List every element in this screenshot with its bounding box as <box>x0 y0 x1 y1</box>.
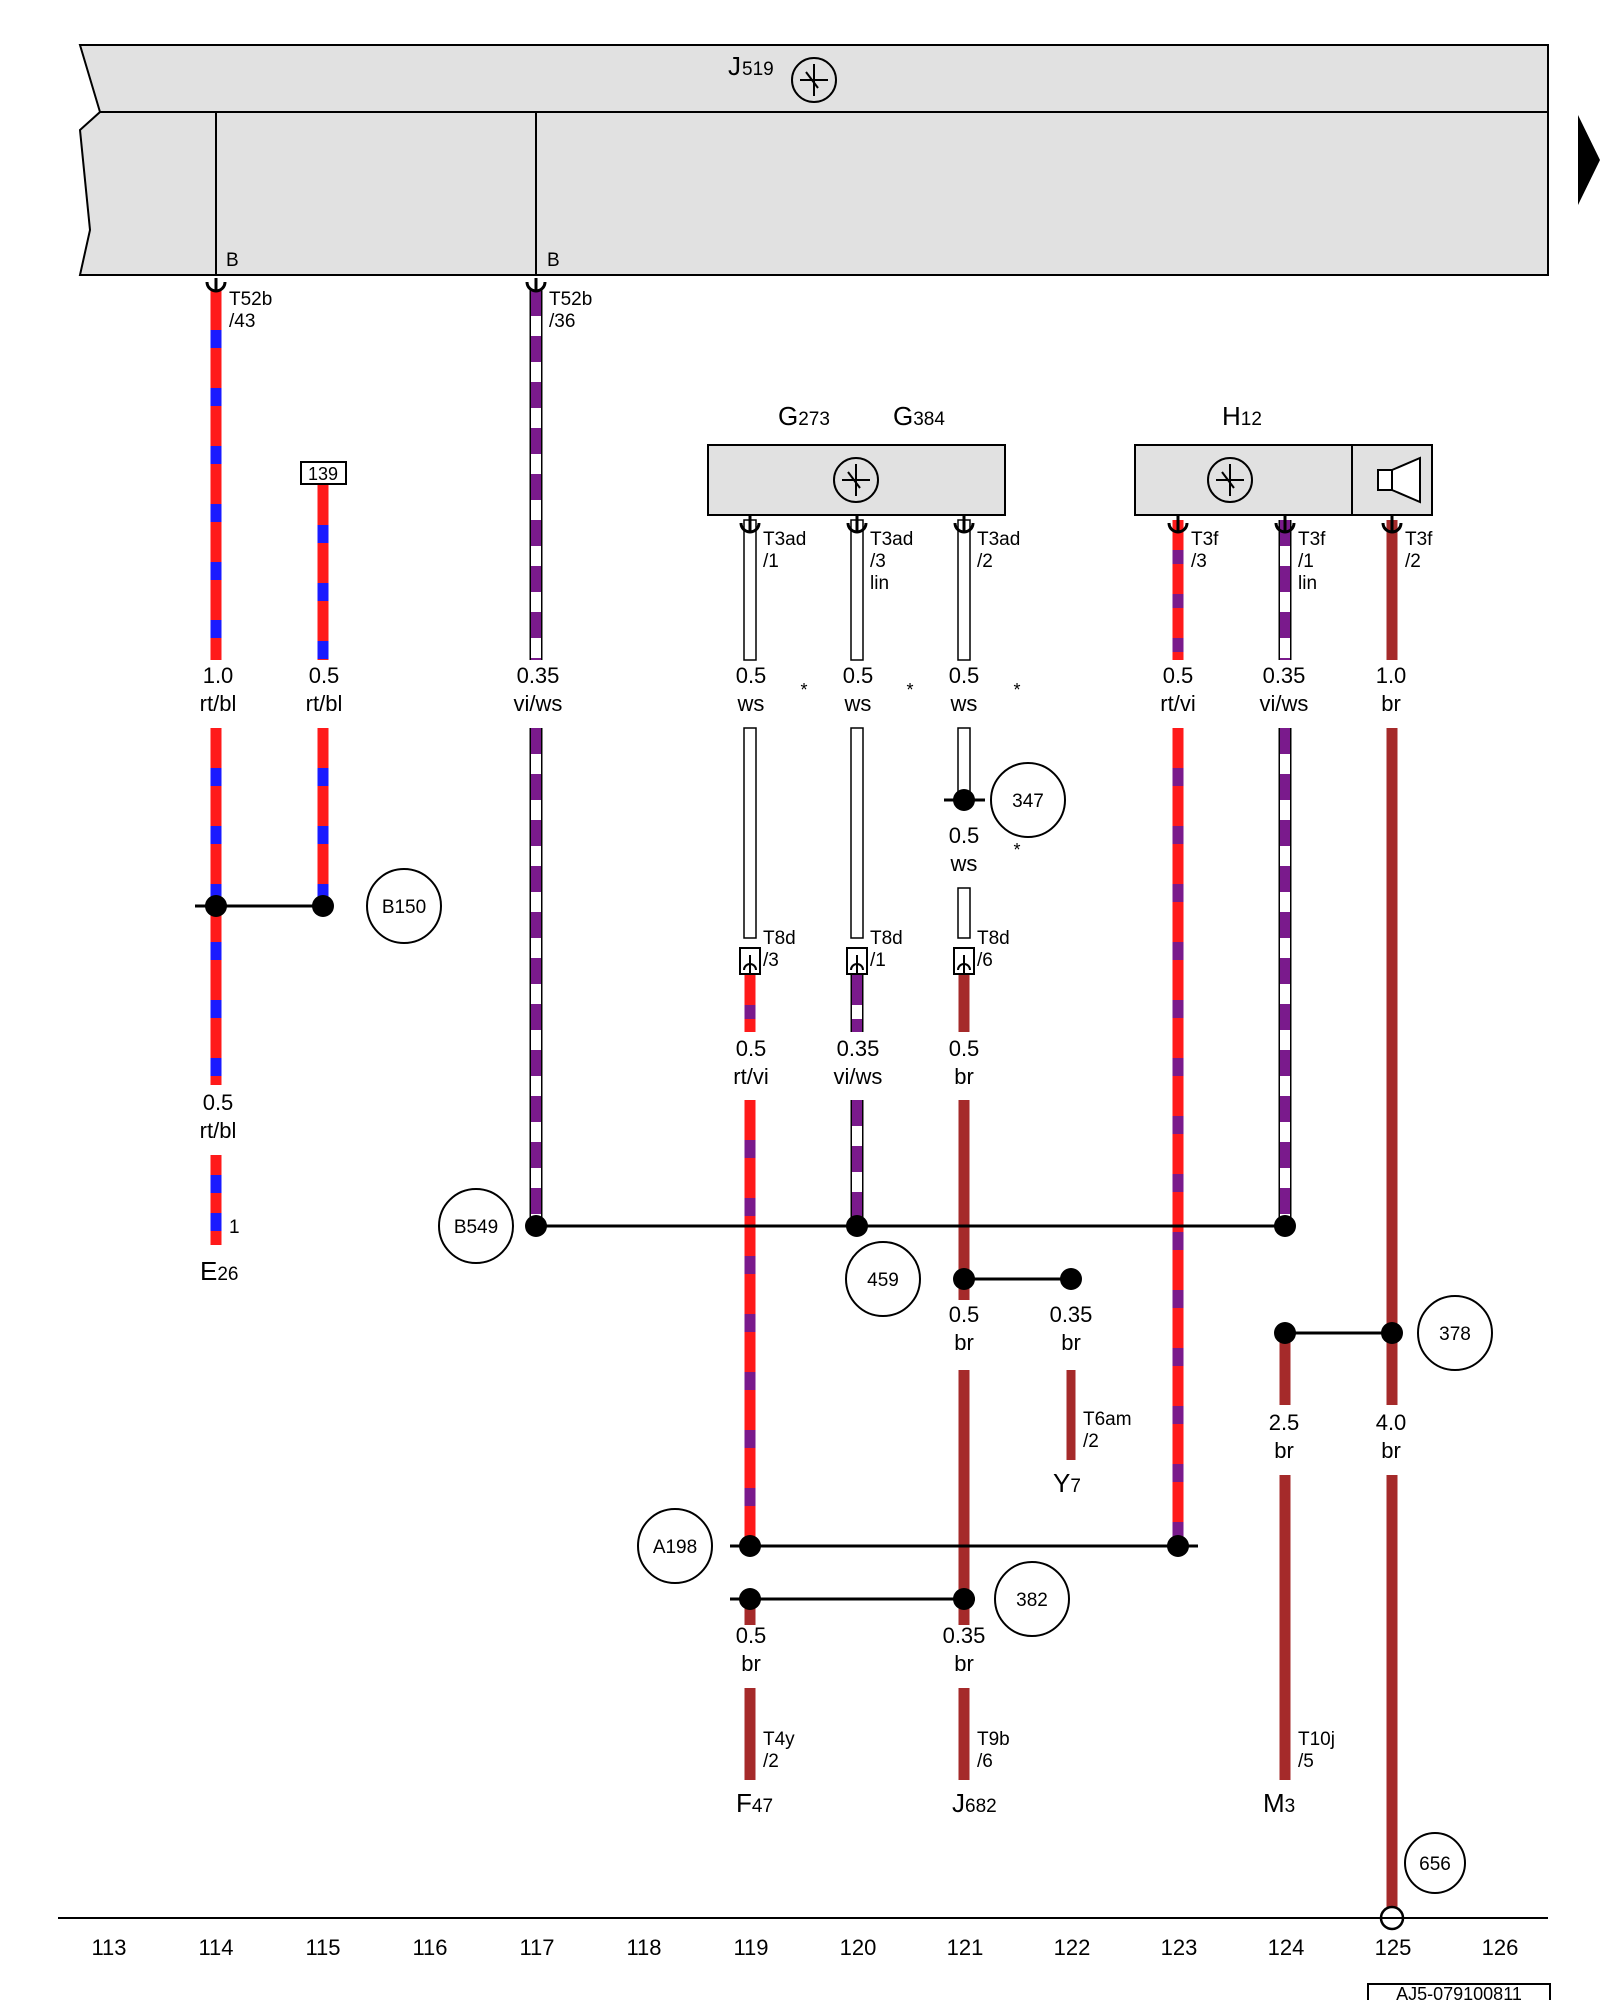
component-h12 <box>1134 444 1433 516</box>
module-j519: J519 <box>78 44 1549 276</box>
label-h12: H12 <box>1222 401 1262 431</box>
label-g273: G273 <box>778 401 830 431</box>
connector-cups <box>205 278 1403 534</box>
ref-382: 382 <box>1016 1590 1048 1611</box>
column-number: 114 <box>198 1935 233 1960</box>
column-number: 126 <box>1482 1935 1519 1960</box>
ref-459: 459 <box>867 1270 899 1291</box>
ref-box-label: 139 <box>308 464 338 484</box>
conn-t52b-43: T52b/43 <box>229 289 272 332</box>
footer-doc-id: AJ5-079100811 <box>1396 1984 1522 2000</box>
asterisk-3: * <box>1013 680 1020 700</box>
label-f47: F47 <box>736 1788 773 1818</box>
module-j519-label: J519 <box>728 51 774 81</box>
label-m3: M3 <box>1263 1788 1295 1818</box>
column-number: 117 <box>519 1935 554 1960</box>
ref-b150: B150 <box>382 897 426 918</box>
conn-t9b-6: T9b/6 <box>977 1729 1010 1772</box>
label-g384: G384 <box>893 401 945 431</box>
circle-refs: 347 B150 B549 459 378 A198 382 656 <box>366 762 1493 1894</box>
column-number: 115 <box>305 1935 340 1960</box>
wire-t8d-short <box>744 975 970 1032</box>
asterisk-notes: * * * * <box>800 680 1020 860</box>
conn-t6am-2: T6am/2 <box>1083 1409 1132 1452</box>
conn-t3f-3: T3f/3 <box>1191 529 1219 572</box>
ref-box-139 <box>300 461 347 485</box>
column-number: 125 <box>1375 1935 1412 1960</box>
column-number: 113 <box>91 1935 126 1960</box>
column-number: 121 <box>947 1935 984 1960</box>
conn-t8d-6: T8d/6 <box>977 928 1010 971</box>
conn-t10j-5: T10j/5 <box>1298 1729 1335 1772</box>
ground-symbol-icon <box>791 57 837 103</box>
label-y7: Y7 <box>1053 1468 1081 1498</box>
conn-t52b-36: T52b/36 <box>549 289 592 332</box>
pin-side-114: B <box>226 250 239 271</box>
bus-lines <box>195 798 1392 1601</box>
ref-a198: A198 <box>653 1537 697 1558</box>
column-number: 116 <box>412 1935 447 1960</box>
ref-656: 656 <box>1419 1854 1451 1875</box>
conn-t3ad-1: T3ad/1 <box>763 529 806 572</box>
ref-347: 347 <box>1012 791 1044 812</box>
pin-side-117: B <box>547 250 560 271</box>
asterisk-4: * <box>1013 840 1020 860</box>
conn-t8d-3: T8d/3 <box>763 928 796 971</box>
conn-t4y-2: T4y/2 <box>763 1729 795 1772</box>
column-number: 119 <box>733 1935 768 1960</box>
conn-t3ad-2: T3ad/2 <box>977 529 1020 572</box>
column-number: 120 <box>840 1935 877 1960</box>
footer-box <box>1367 1983 1551 2000</box>
asterisk-2: * <box>906 680 913 700</box>
column-number: 124 <box>1268 1935 1305 1960</box>
component-g273-g384 <box>707 444 1006 516</box>
conn-t8d-1: T8d/1 <box>870 928 903 971</box>
column-number: 118 <box>626 1935 661 1960</box>
conn-t3f-2: T3f/2 <box>1405 529 1433 572</box>
inline-connectors <box>739 947 975 975</box>
component-labels: E26 Y7 F47 J682 M3 <box>200 1256 1295 1818</box>
column-number: 122 <box>1054 1935 1091 1960</box>
wire-ws-upper <box>743 519 971 939</box>
column-numbers: 113 114 115 116 117 118 119 120 121 122 123 124 125 1… <box>91 1935 1518 1960</box>
label-j682: J682 <box>952 1788 997 1818</box>
splice-dots <box>205 789 1403 1610</box>
continue-arrow-icon <box>1578 115 1600 205</box>
speaker-icon <box>1377 456 1421 504</box>
asterisk-1: * <box>800 680 807 700</box>
conn-e26-pin: 1 <box>229 1217 240 1238</box>
column-number: 123 <box>1161 1935 1198 1960</box>
label-e26: E26 <box>200 1256 238 1286</box>
ref-b549: B549 <box>454 1217 498 1238</box>
ref-378: 378 <box>1439 1324 1471 1345</box>
